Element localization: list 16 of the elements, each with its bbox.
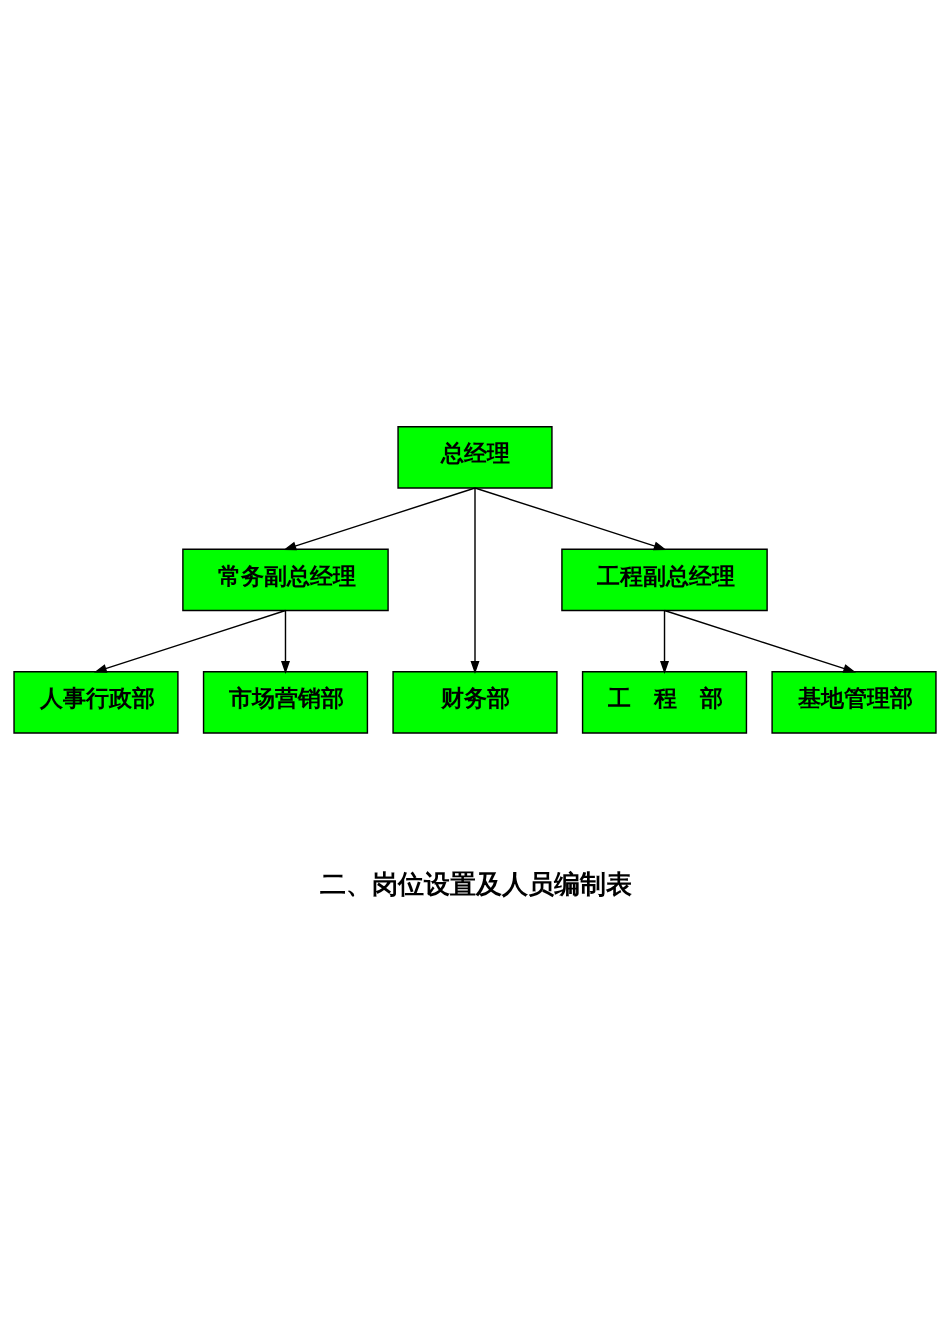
label: 二、岗位设置及人员编制表 (320, 868, 633, 899)
arrow (470, 486, 480, 674)
arrow (663, 609, 857, 673)
arrow (474, 486, 667, 550)
arrow (281, 609, 290, 674)
node-box: 市场营销部 (202, 670, 369, 734)
arrow (93, 609, 287, 673)
node-box: 常务副总经理 (182, 548, 389, 611)
node-box: 人事行政部 (13, 670, 179, 734)
node-box: 工 程 部 (581, 670, 748, 734)
arrow (660, 609, 669, 674)
arrow (283, 486, 476, 550)
node-box: 总经理 (397, 425, 553, 489)
node-box: 工程副总经理 (561, 548, 768, 611)
node-box: 基地管理部 (771, 670, 937, 734)
node-box: 财务部 (392, 670, 558, 734)
